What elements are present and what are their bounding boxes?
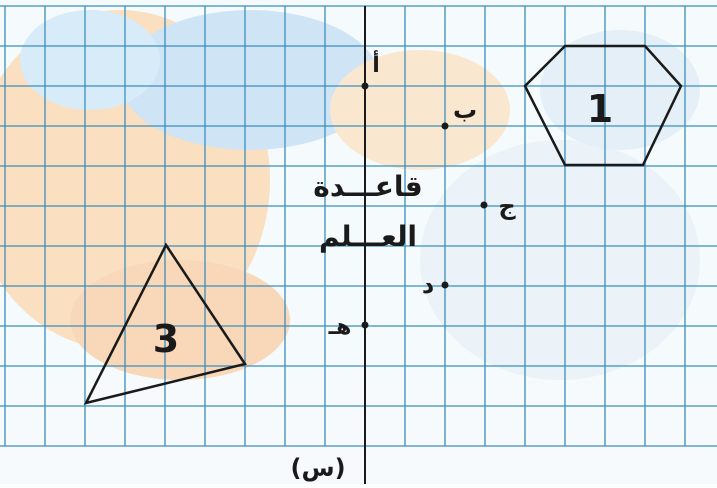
point-b-label: ب [453,96,477,124]
hexagon-shape-1: 1 [523,44,683,167]
point-a: أ [361,49,380,90]
point-h: هـ [328,315,369,340]
point-b: ب [441,96,477,130]
point-a-label: أ [372,49,380,78]
point-j: ج [480,192,516,220]
point-d-label: د [422,271,434,299]
triangle-shape-3: 3 [83,242,248,405]
point-d: د [422,271,449,299]
axis-label: (س) [290,454,345,482]
hexagon-label: 1 [587,87,613,131]
point-h-label: هـ [328,315,352,340]
triangle-label: 3 [153,317,179,361]
title-line-1: قاعـــدة [313,170,422,203]
title-line-2: العـــلم [319,220,417,253]
point-j-label: ج [498,192,516,220]
